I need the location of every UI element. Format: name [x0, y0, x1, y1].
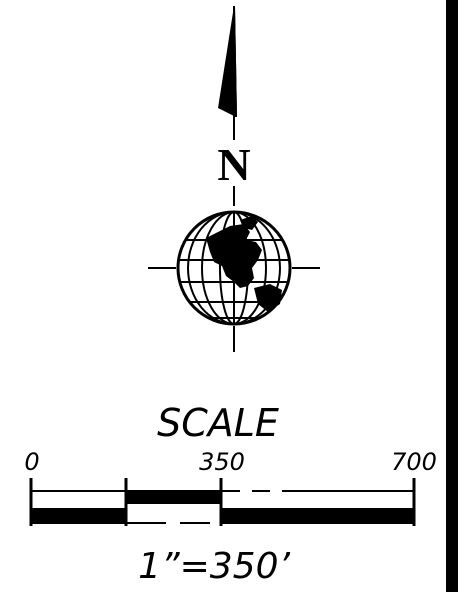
scale-tick-label-700: 700	[391, 448, 437, 476]
scale-segment-lower-left-filled	[31, 508, 126, 524]
scale-segment-lower-right-filled	[221, 508, 414, 524]
scale-ratio-label: 1”=350’	[138, 546, 290, 587]
north-arrow-filled-half	[218, 6, 234, 116]
north-arrow: N	[217, 5, 251, 206]
south-america-landmass	[254, 284, 282, 312]
north-label: N	[217, 139, 250, 190]
scale-title: SCALE	[157, 401, 279, 445]
globe-icon	[148, 210, 320, 352]
scale-tick-label-350: 350	[199, 448, 245, 476]
north-america-landmass	[206, 224, 262, 288]
frame-border-right	[446, 0, 458, 592]
scale-segment-upper-filled	[126, 490, 221, 504]
greenland-landmass	[240, 216, 258, 230]
scale-bar: SCALE 0 350 700 1”=350’	[24, 401, 437, 587]
scale-tick-label-0: 0	[24, 448, 39, 476]
